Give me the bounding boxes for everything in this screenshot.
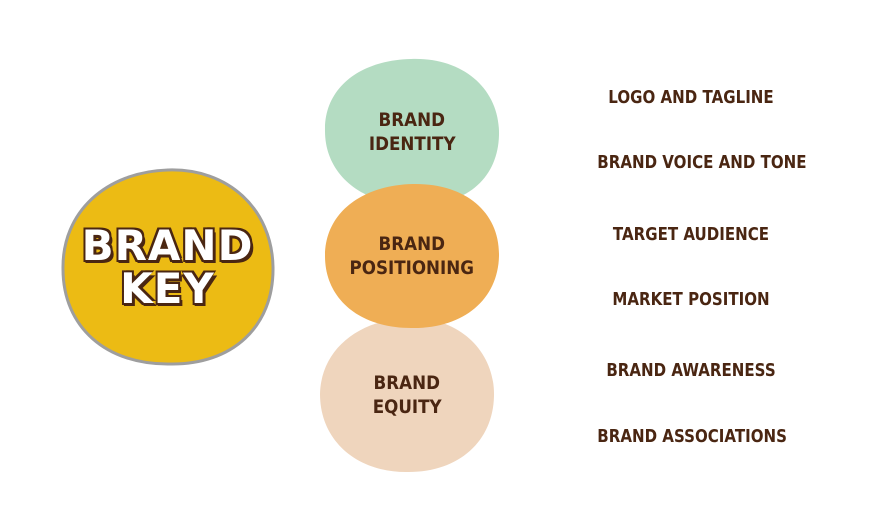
item-brand-voice-and-tone: BRAND VOICE AND TONE <box>597 153 807 173</box>
brand-positioning-line2: POSITIONING <box>349 257 475 279</box>
brand-identity-line1: BRAND <box>378 109 446 131</box>
item-market-position: MARKET POSITION <box>612 290 770 310</box>
brand-identity-circle: BRAND IDENTITY <box>323 57 501 207</box>
brand-equity-shape <box>320 317 495 473</box>
brand-equity-label: BRAND EQUITY <box>318 316 496 474</box>
brand-positioning-circle: BRAND POSITIONING <box>323 182 501 330</box>
item-target-audience: TARGET AUDIENCE <box>612 225 770 245</box>
brand-identity-shape <box>324 58 500 205</box>
brand-equity-line1: BRAND <box>373 372 441 394</box>
brand-positioning-label: BRAND POSITIONING <box>323 182 501 330</box>
brand-key-line2: KEY <box>120 264 215 313</box>
brand-positioning-shape <box>325 183 500 329</box>
brand-positioning-line1: BRAND <box>378 233 446 255</box>
brand-key-circle: BRAND KEY <box>60 167 275 367</box>
brand-key-line1: BRAND <box>81 221 254 270</box>
brand-identity-label: BRAND IDENTITY <box>323 57 501 207</box>
item-logo-and-tagline: LOGO AND TAGLINE <box>608 88 774 108</box>
item-brand-associations: BRAND ASSOCIATIONS <box>597 427 787 447</box>
brand-equity-circle: BRAND EQUITY <box>318 316 496 474</box>
brand-key-label: BRAND KEY <box>60 167 275 367</box>
item-brand-awareness: BRAND AWARENESS <box>606 361 776 381</box>
brand-equity-line2: EQUITY <box>372 396 442 418</box>
brand-key-shape <box>61 168 275 366</box>
brand-identity-line2: IDENTITY <box>368 133 456 155</box>
